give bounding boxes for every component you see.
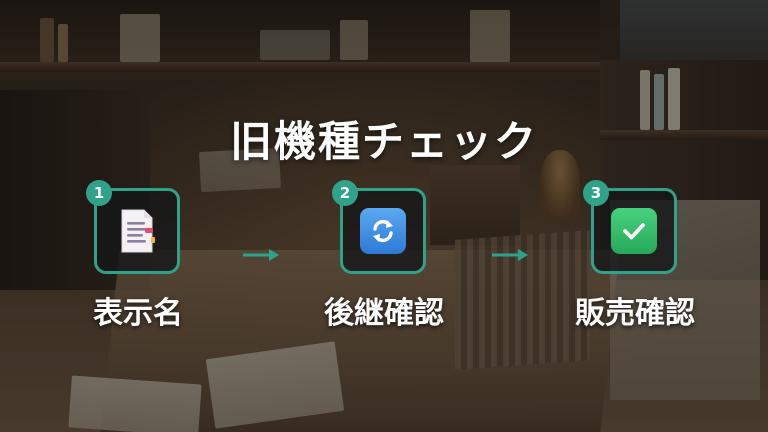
- arrow-right-icon: [492, 246, 528, 261]
- document-icon: [118, 208, 156, 254]
- background-window: [620, 0, 768, 60]
- step-label: 表示名: [93, 296, 183, 331]
- step-number-badge: 1: [86, 180, 112, 206]
- step-number-badge: 2: [332, 180, 358, 206]
- background-shelf: [0, 0, 600, 80]
- step-display-name: 1 表示名: [48, 180, 228, 338]
- checkmark-icon: [611, 208, 657, 254]
- background-lamp: [540, 150, 580, 220]
- step-icon-box: [591, 188, 677, 274]
- step-sales-check: 3 販売確認: [545, 180, 725, 338]
- step-label: 後継確認: [324, 296, 444, 331]
- step-icon-box: [94, 188, 180, 274]
- step-icon-box: [340, 188, 426, 274]
- step-number-badge: 3: [583, 180, 609, 206]
- slide-title: 旧機種チェック: [229, 117, 538, 166]
- sync-icon: [360, 208, 406, 254]
- step-label: 販売確認: [575, 296, 695, 331]
- step-successor-check: 2 後継確認: [294, 180, 474, 338]
- background-drawers: [430, 165, 520, 245]
- arrow-right-icon: [243, 246, 279, 261]
